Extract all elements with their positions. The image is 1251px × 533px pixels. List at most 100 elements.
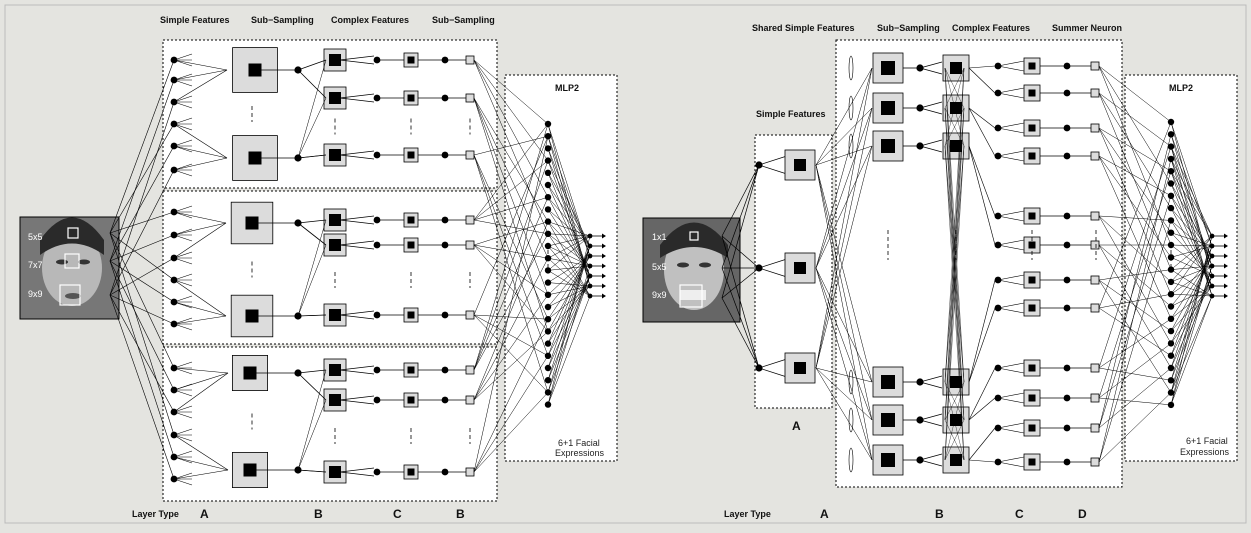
feature-map-core bbox=[407, 216, 415, 224]
connection-line bbox=[173, 163, 193, 171]
connection-line bbox=[473, 314, 549, 357]
left-window-label-5x5: 5x5 bbox=[28, 232, 43, 242]
right-box-letter-a: A bbox=[792, 419, 801, 433]
feature-map-core bbox=[329, 214, 341, 226]
subsample-box bbox=[465, 467, 475, 477]
connection-line bbox=[815, 107, 873, 166]
connection-line bbox=[1098, 92, 1172, 147]
connection-line bbox=[339, 150, 375, 156]
right-window-label-5x5: 5x5 bbox=[652, 262, 667, 272]
connection-line bbox=[297, 219, 327, 317]
right-header-summer-neuron: Summer Neuron bbox=[1052, 23, 1122, 33]
connection-line bbox=[944, 67, 965, 461]
connection-line bbox=[173, 211, 193, 219]
connection-bundle bbox=[848, 55, 854, 81]
connection-line bbox=[997, 239, 1025, 246]
connection-line bbox=[473, 160, 549, 371]
connection-line bbox=[1098, 134, 1172, 429]
connection-line bbox=[1170, 220, 1213, 287]
left-face-image bbox=[19, 216, 120, 320]
connection-line bbox=[1098, 127, 1172, 172]
connection-line bbox=[297, 399, 327, 471]
connection-line bbox=[473, 314, 549, 320]
summer-box bbox=[1090, 123, 1100, 133]
connection-line bbox=[547, 245, 591, 369]
connection-line bbox=[1098, 397, 1172, 406]
connection-line bbox=[919, 139, 943, 147]
output-arrow-head bbox=[602, 263, 606, 269]
subsample-box bbox=[465, 55, 475, 65]
connection-bundle bbox=[848, 447, 854, 473]
connection-line bbox=[109, 294, 175, 413]
summer-box bbox=[1090, 211, 1100, 221]
connection-line bbox=[547, 275, 591, 393]
connection-line bbox=[297, 372, 327, 401]
connection-line bbox=[997, 244, 1025, 251]
feature-map-core bbox=[407, 151, 415, 159]
feature-map-core bbox=[329, 364, 341, 376]
connection-line bbox=[473, 97, 549, 295]
output-arrow-head bbox=[1224, 273, 1228, 279]
connection-line bbox=[297, 97, 327, 159]
connection-line bbox=[547, 275, 591, 344]
connection-line bbox=[109, 79, 175, 262]
summer-box bbox=[1090, 457, 1100, 467]
connection-line bbox=[547, 282, 591, 287]
connection-line bbox=[173, 211, 227, 224]
right-simple-features-label: Simple Features bbox=[756, 109, 826, 119]
connection-line bbox=[173, 389, 193, 397]
connection-line bbox=[173, 450, 193, 458]
right-mlp-panel bbox=[1124, 74, 1238, 462]
connection-line bbox=[997, 92, 1025, 99]
connection-line bbox=[1098, 293, 1172, 309]
connection-line bbox=[547, 275, 591, 369]
connection-line bbox=[968, 367, 996, 421]
connection-line bbox=[109, 59, 175, 234]
connection-line bbox=[173, 73, 193, 81]
left-header-sub-sampling-2: Sub−Sampling bbox=[432, 15, 495, 25]
connection-line bbox=[339, 467, 375, 473]
connection-line bbox=[173, 301, 227, 317]
feature-map-core bbox=[1028, 276, 1036, 284]
connection-line bbox=[173, 367, 193, 375]
left-header-sub-sampling-1: Sub−Sampling bbox=[251, 15, 314, 25]
connection-line bbox=[721, 297, 760, 369]
connection-line bbox=[1170, 265, 1213, 393]
connection-line bbox=[721, 164, 760, 299]
subsample-box bbox=[465, 395, 475, 405]
connection-line bbox=[997, 422, 1025, 429]
connection-line bbox=[173, 123, 193, 131]
right-mlp-label: MLP2 bbox=[1169, 83, 1193, 93]
connection-line bbox=[173, 59, 193, 67]
connection-line bbox=[547, 235, 591, 247]
connection-line bbox=[1098, 155, 1172, 319]
connection-line bbox=[815, 107, 873, 369]
connection-line bbox=[473, 154, 549, 393]
connection-line bbox=[473, 219, 549, 235]
connection-line bbox=[339, 365, 375, 371]
feature-map-core bbox=[329, 149, 341, 161]
connection-line bbox=[997, 279, 1025, 286]
connection-line bbox=[109, 211, 175, 234]
right-output-label-line2: Expressions bbox=[1180, 447, 1230, 457]
connection-line bbox=[547, 295, 591, 405]
left-window-label-7x7: 7x7 bbox=[28, 260, 43, 270]
feature-map-core bbox=[1028, 62, 1036, 70]
connection-line bbox=[919, 413, 943, 421]
connection-line bbox=[815, 145, 873, 269]
connection-line bbox=[339, 310, 375, 316]
feature-map-core bbox=[881, 375, 895, 389]
connection-line bbox=[1170, 275, 1213, 381]
summer-box bbox=[1090, 363, 1100, 373]
connection-line bbox=[547, 265, 591, 405]
left-window-label-9x9: 9x9 bbox=[28, 289, 43, 299]
connection-line bbox=[297, 219, 327, 224]
connection-line bbox=[1098, 279, 1172, 393]
subsample-box bbox=[465, 215, 475, 225]
connection-line bbox=[968, 397, 996, 421]
connection-line bbox=[944, 67, 965, 383]
left-mlp-label: MLP2 bbox=[555, 83, 579, 93]
summer-box bbox=[1090, 61, 1100, 71]
